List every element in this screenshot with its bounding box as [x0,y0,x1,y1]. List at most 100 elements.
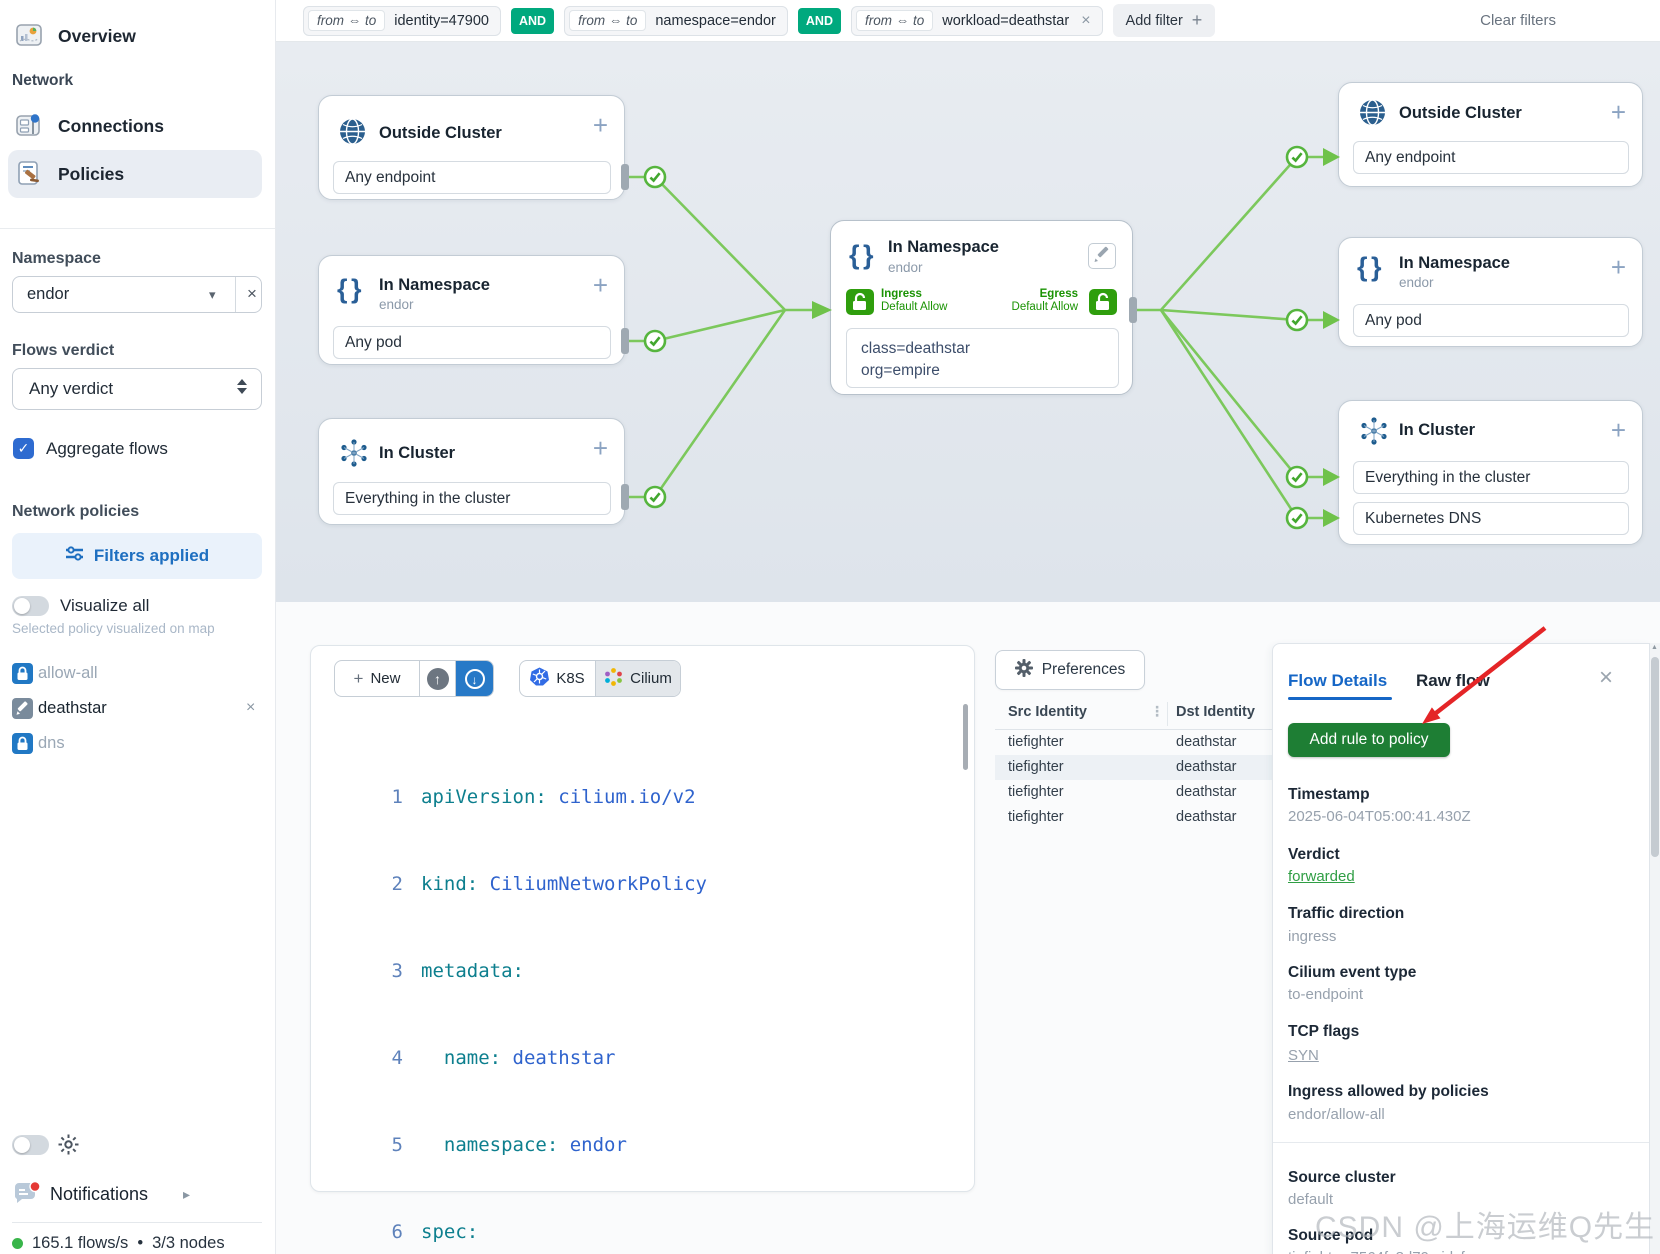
theme-toggle[interactable] [12,1135,49,1155]
add-rule-to-policy-button[interactable]: Add rule to policy [1288,723,1450,757]
endpoint-row[interactable]: Kubernetes DNS [1353,502,1629,535]
filters-applied-label: Filters applied [93,546,210,565]
chevron-right-icon: ▸ [183,1186,191,1202]
filter-chip[interactable]: from ⇔ to workload=deathstar × [850,5,1103,36]
plus-icon: + [353,668,364,688]
card-title: Outside Cluster [1399,104,1522,122]
visualize-all-label: Visualize all [60,596,150,615]
filter-chip[interactable]: from ⇔ to namespace=endor [564,5,788,36]
endpoint-row[interactable]: Any endpoint [1353,141,1629,174]
endpoint-row[interactable]: Everything in the cluster [1353,461,1629,494]
endpoint-row[interactable]: Any endpoint [333,161,611,194]
source-pod-value: tiefighter-7564fc8d79-sidsf [1288,1249,1465,1254]
sidebar-item-connections[interactable]: Connections [0,104,275,146]
clear-namespace-icon[interactable]: × [247,284,257,303]
tcp-flags-link[interactable]: SYN [1288,1047,1319,1064]
endpoint-row[interactable]: Everything in the cluster [333,482,611,515]
preferences-button[interactable]: Preferences [995,650,1145,690]
endpoint-row[interactable]: Any pod [1353,304,1629,337]
globe-icon [339,118,366,150]
aggregate-flows-checkbox[interactable]: ✓ [13,438,34,459]
verdict-select[interactable]: Any verdict [12,368,262,410]
endpoint-label: org=empire [861,362,940,379]
filter-chip[interactable]: from ⇔ to identity=47900 [303,5,501,36]
card-subtitle: endor [1399,275,1434,290]
verdict-link[interactable]: forwarded [1288,868,1355,885]
editor-scrollbar[interactable] [963,704,968,770]
sidebar-item-policies[interactable]: Policies [8,150,262,198]
new-policy-button[interactable]: + New [335,661,420,696]
add-endpoint-button[interactable]: + [1610,252,1626,282]
scroll-up-icon[interactable]: ▲ [1651,644,1658,651]
active-tab-underline [1288,697,1392,700]
close-icon[interactable]: × [246,699,256,716]
overview-icon [16,22,42,48]
tab-k8s[interactable]: K8S [520,661,596,696]
edit-policy-button[interactable] [1088,243,1116,269]
scrollbar-thumb[interactable] [1651,657,1659,857]
direction-badge: from ⇔ to [855,10,934,31]
card-title: Outside Cluster [379,124,502,142]
arrow-up-icon: ↑ [426,667,449,690]
upload-policy-button[interactable]: ↑ [420,661,456,696]
divider [0,228,275,229]
ingress-policies-value: endor/allow-all [1288,1106,1385,1123]
add-endpoint-button[interactable]: + [592,270,608,300]
column-menu-icon[interactable]: ⋮ [1150,703,1164,719]
remove-filter-icon[interactable]: × [1081,11,1091,29]
clear-filters-button[interactable]: Clear filters [1480,12,1556,29]
timestamp-label: Timestamp [1288,786,1370,803]
endpoint-row[interactable]: Any pod [333,326,611,359]
ingress-lock-icon[interactable] [846,289,874,315]
arrow-down-icon: ↓ [464,668,485,689]
col-dst-identity[interactable]: Dst Identity [1176,704,1255,720]
lock-icon [12,733,33,754]
add-filter-label: Add filter [1125,12,1183,29]
card-title: In Namespace [379,276,490,294]
add-endpoint-button[interactable]: + [1610,415,1626,445]
traffic-direction-label: Traffic direction [1288,905,1405,922]
sidebar-item-overview[interactable]: Overview [0,14,275,56]
add-filter-button[interactable]: Add filter + [1112,4,1216,37]
tab-cilium[interactable]: Cilium [596,661,680,696]
tab-flow-details[interactable]: Flow Details [1288,671,1388,690]
col-src-identity[interactable]: Src Identity [1008,704,1087,720]
policy-item-deathstar[interactable]: deathstar × [0,696,275,722]
tab-raw-flow[interactable]: Raw flow [1416,671,1490,690]
visualize-all-toggle[interactable] [12,596,49,616]
map-card-in-namespace-right: { } In Namespace endor + Any pod [1338,237,1643,347]
add-endpoint-button[interactable]: + [592,433,608,463]
network-policies-label: Network policies [12,503,140,520]
egress-lock-icon[interactable] [1089,289,1117,315]
policy-item-dns[interactable]: dns [0,731,275,757]
endpoint-labels-box[interactable]: class=deathstar org=empire [846,328,1119,388]
notifications-button[interactable]: Notifications ▸ [0,1180,275,1222]
spinner-icon [237,379,247,394]
sidebar: Overview Network Connections Policies Na… [0,0,276,1254]
add-endpoint-button[interactable]: + [592,110,608,140]
policy-name: allow-all [38,664,98,682]
policy-item-allow-all[interactable]: allow-all [0,661,275,687]
namespace-select[interactable]: endor ▾ × [12,276,262,313]
filters-applied-button[interactable]: Filters applied [12,533,262,579]
download-policy-button[interactable]: ↓ [456,661,493,696]
namespace-label: Namespace [12,250,101,267]
add-endpoint-button[interactable]: + [1610,97,1626,127]
card-title: In Cluster [379,444,456,462]
flows-verdict-label: Flows verdict [12,342,115,359]
k8s-icon [530,667,550,690]
panel-scrollbar[interactable]: ▲ [1650,643,1660,1254]
map-card-outside-cluster-left: Outside Cluster + Any endpoint [318,95,625,200]
map-card-in-cluster-left: In Cluster + Everything in the cluster [318,418,625,525]
close-icon[interactable]: × [1599,664,1614,691]
tcp-flags-label: TCP flags [1288,1023,1360,1040]
bottom-panels: + New ↑ ↓ K8S [275,602,1660,1254]
status-dot [12,1238,23,1249]
cilium-tab-label: Cilium [630,670,672,687]
